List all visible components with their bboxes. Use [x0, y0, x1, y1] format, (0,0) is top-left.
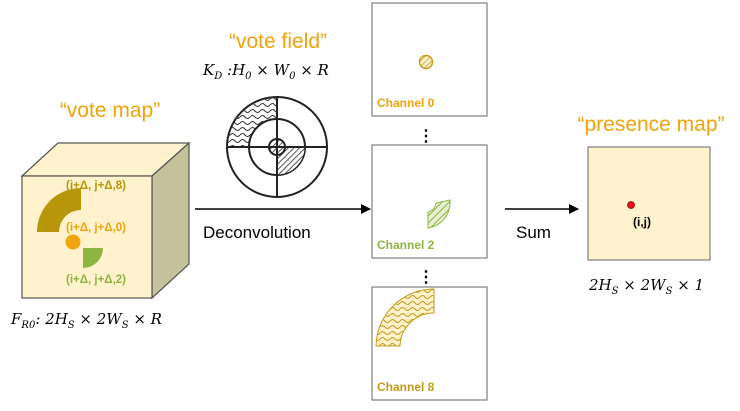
- channel-8-label: Channel 8: [377, 380, 435, 394]
- vote-map-dims: FR0: 2HS × 2WS × R: [10, 310, 162, 331]
- sum-label: Sum: [516, 223, 551, 242]
- center-point: [65, 234, 81, 250]
- channel-0-point: [418, 54, 434, 70]
- vote-field: “vote field” KD :H0 × W0 × R: [202, 30, 329, 198]
- deconvolution-arrow: Deconvolution: [195, 204, 371, 242]
- channel-0-panel: Channel 0: [371, 2, 488, 117]
- label-offset-2: (i+Δ, j+Δ,2): [66, 274, 126, 286]
- label-offset-8: (i+Δ, j+Δ,8): [66, 180, 126, 192]
- channel-2-wedge: [427, 199, 451, 229]
- ellipsis-1: ⋮: [418, 128, 434, 145]
- vote-map-title: “vote map”: [60, 99, 160, 122]
- vote-map: “vote map” (i+Δ, j+Δ,8) (i+Δ, j+Δ,0) (i+…: [10, 99, 191, 331]
- label-offset-0: (i+Δ, j+Δ,0): [66, 222, 126, 234]
- deconvolution-label: Deconvolution: [203, 223, 311, 242]
- presence-point-label: (i,j): [633, 215, 651, 229]
- channel-8-arc: [375, 288, 435, 347]
- ellipsis-2: ⋮: [418, 269, 434, 286]
- channel-8-panel: Channel 8: [371, 286, 488, 401]
- vote-wedge-green: [83, 248, 103, 268]
- presence-map-dims: 2HS × 2WS × 1: [588, 276, 704, 297]
- vote-field-title: “vote field”: [229, 30, 327, 53]
- sum-arrow: Sum: [505, 204, 579, 242]
- presence-map-title: “presence map”: [577, 113, 724, 136]
- vote-arc-gold: [37, 188, 81, 232]
- channel-2-label: Channel 2: [377, 238, 435, 252]
- channel-2-panel: Channel 2: [371, 144, 488, 259]
- presence-map-grid: [587, 146, 711, 261]
- vote-field-dims: KD :H0 × W0 × R: [202, 61, 329, 82]
- channel-0-label: Channel 0: [377, 96, 435, 110]
- presence-point: [627, 201, 635, 209]
- vote-field-hatched-region: [276, 146, 306, 176]
- presence-map: “presence map” (i,j) 2HS × 2WS × 1: [577, 113, 724, 297]
- cube-front-face: [21, 175, 153, 299]
